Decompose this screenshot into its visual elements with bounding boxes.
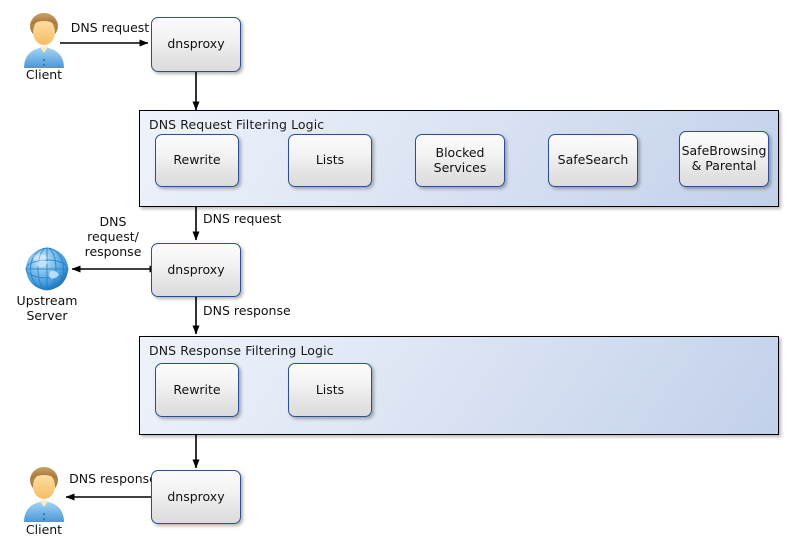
node-request-blocked-services-label: Blocked Services [433,144,487,175]
edge-label-client-to-proxy: DNS request [70,20,150,35]
globe-icon [25,247,69,291]
node-response-lists[interactable]: Lists [288,363,372,417]
node-dnsproxy-bottom[interactable]: dnsproxy [151,470,241,524]
client-bottom-label: Client [25,522,63,537]
node-request-rewrite-label: Rewrite [173,152,221,168]
edge-label-proxy-to-request-panel: DNS request [203,211,282,226]
person-icon-bottom [24,467,64,522]
node-response-rewrite[interactable]: Rewrite [155,363,239,417]
node-response-lists-label: Lists [315,381,345,397]
edge-label-proxy-to-client: DNS response [69,471,157,486]
node-request-rewrite[interactable]: Rewrite [155,134,239,187]
node-request-safesearch[interactable]: SafeSearch [548,134,638,187]
node-request-safesearch-label: SafeSearch [557,152,629,168]
panel-response-filtering-title: DNS Response Filtering Logic [149,343,334,358]
panel-response-filtering: DNS Response Filtering Logic [139,336,779,435]
node-dnsproxy-bottom-label: dnsproxy [167,488,225,504]
edge-label-upstream-exchange: DNS request/ response [84,214,142,259]
panel-request-filtering-title: DNS Request Filtering Logic [149,117,325,132]
upstream-server-label: Upstream Server [16,293,78,323]
person-icon-top [24,13,64,68]
node-response-rewrite-label: Rewrite [173,381,221,397]
client-top-label: Client [25,67,63,82]
node-request-safebrowsing-parental-label: SafeBrowsing & Parental [681,143,767,173]
edge-label-proxy-to-response-panel: DNS response [203,303,291,318]
node-request-blocked-services[interactable]: Blocked Services [415,134,505,187]
node-request-lists[interactable]: Lists [288,134,372,187]
node-request-safebrowsing-parental[interactable]: SafeBrowsing & Parental [679,131,769,187]
node-dnsproxy-mid-label: dnsproxy [167,261,225,277]
node-request-lists-label: Lists [315,152,345,168]
node-dnsproxy-mid[interactable]: dnsproxy [151,243,241,297]
node-dnsproxy-top-label: dnsproxy [167,36,225,52]
node-dnsproxy-top[interactable]: dnsproxy [151,17,241,72]
